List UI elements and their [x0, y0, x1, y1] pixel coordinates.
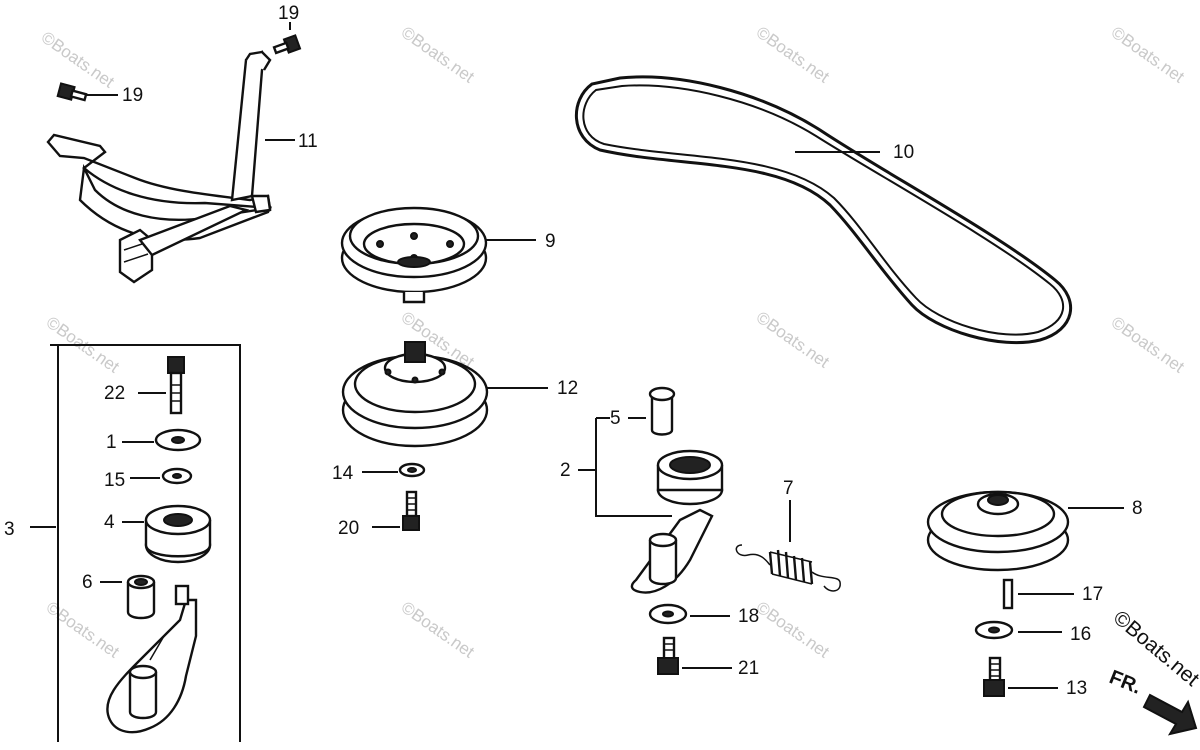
watermark: ©Boats.net: [753, 598, 833, 662]
part-label-10: 10: [893, 142, 914, 163]
part-label-4: 4: [104, 512, 115, 533]
tension-arm-2: [578, 417, 724, 594]
washer-16: [974, 620, 1062, 640]
part-label-9: 9: [545, 231, 556, 252]
watermark: ©Boats.net: [38, 28, 118, 92]
part-label-19: 19: [122, 85, 143, 106]
part-label-11: 11: [298, 131, 318, 152]
watermark: ©Boats.net: [398, 598, 478, 662]
collar-5: [628, 386, 676, 436]
part-label-6: 6: [82, 572, 93, 593]
pin-17: [1002, 578, 1074, 610]
watermark: ©Boats.net: [753, 308, 833, 372]
bolt-21: [657, 636, 732, 675]
spring-7: [735, 500, 841, 592]
pulley-12: [341, 341, 548, 448]
assembly-3-bracket: [30, 344, 241, 742]
watermark: ©Boats.net: [753, 23, 833, 87]
part-label-22: 22: [104, 383, 125, 404]
part-labels: 19 19 11 10 9 12 22 1 15 4 3 6 5 2 14 20…: [4, 3, 1143, 699]
part-label-19: 19: [278, 3, 299, 24]
v-belt-10: [575, 75, 1073, 345]
part-label-21: 21: [738, 658, 759, 679]
washer-14: [362, 462, 426, 478]
part-label-15: 15: [104, 470, 125, 491]
idler-arm: [106, 584, 198, 734]
part-label-5: 5: [610, 408, 621, 429]
idler-4: [122, 504, 212, 564]
part-label-7: 7: [783, 478, 794, 499]
pulley-8: [926, 490, 1124, 572]
watermark: ©Boats.net: [1108, 23, 1188, 87]
part-label-2: 2: [560, 460, 571, 481]
part-label-17: 17: [1082, 584, 1103, 605]
bolt-22: [138, 356, 185, 415]
collar-6: [100, 574, 156, 620]
washer-15: [130, 467, 193, 485]
part-label-8: 8: [1132, 498, 1143, 519]
watermark: ©Boats.net: [398, 23, 478, 87]
part-label-1: 1: [106, 432, 117, 453]
part-label-18: 18: [738, 606, 759, 627]
bolt-19-top: [272, 22, 302, 55]
part-label-13: 13: [1066, 678, 1087, 699]
watermarks: ©Boats.net ©Boats.net ©Boats.net ©Boats.…: [38, 23, 1200, 691]
bolt-20: [372, 490, 420, 531]
watermark: ©Boats.net: [1108, 313, 1188, 377]
direction-label: FR.: [1106, 666, 1144, 698]
washer-18: [648, 603, 730, 625]
watermark: ©Boats.net: [43, 598, 123, 662]
belt-guard-11: [46, 50, 295, 284]
pulley-9: [340, 206, 536, 304]
part-label-16: 16: [1070, 624, 1091, 645]
washer-1: [122, 428, 202, 452]
bolt-19-left: [56, 82, 118, 102]
part-label-14: 14: [332, 463, 354, 484]
part-label-20: 20: [338, 518, 359, 539]
bolt-13: [983, 656, 1058, 697]
part-label-3: 3: [4, 519, 15, 540]
part-label-12: 12: [557, 378, 578, 399]
